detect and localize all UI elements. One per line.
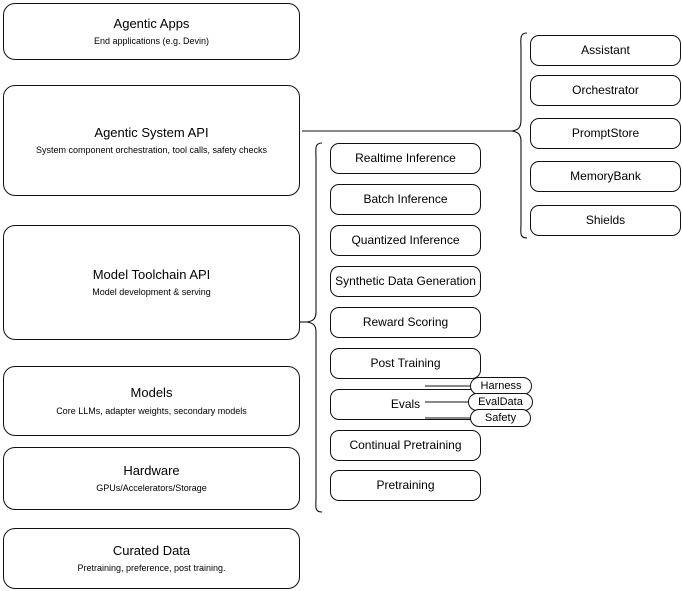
- layer-title: Hardware: [123, 462, 180, 478]
- layer-model-toolchain-api[interactable]: Model Toolchain API Model development & …: [3, 225, 300, 340]
- layer-title: Model Toolchain API: [92, 266, 211, 282]
- capability-synthetic-data-generation[interactable]: Synthetic Data Generation: [330, 266, 481, 297]
- layer-curated-data[interactable]: Curated Data Pretraining, preference, po…: [3, 528, 300, 589]
- layer-agentic-apps[interactable]: Agentic Apps End applications (e.g. Devi…: [3, 3, 300, 60]
- layer-title: Agentic System API: [94, 124, 209, 140]
- layer-title: Models: [130, 385, 173, 401]
- capability-evals[interactable]: Evals: [330, 389, 481, 420]
- badge-safety[interactable]: Safety: [470, 409, 531, 427]
- brace-system-components: [511, 32, 528, 239]
- component-memorybank[interactable]: MemoryBank: [530, 161, 681, 192]
- capability-quantized-inference[interactable]: Quantized Inference: [330, 225, 481, 256]
- capability-continual-pretraining[interactable]: Continual Pretraining: [330, 430, 481, 461]
- layer-subtitle: Pretraining, preference, post training.: [77, 563, 226, 573]
- component-assistant[interactable]: Assistant: [530, 35, 681, 66]
- layer-subtitle: Model development & serving: [92, 287, 211, 297]
- layer-title: Agentic Apps: [113, 15, 190, 31]
- layer-hardware[interactable]: Hardware GPUs/Accelerators/Storage: [3, 447, 300, 510]
- badge-evaldata[interactable]: EvalData: [468, 393, 533, 411]
- layer-subtitle: System component orchestration, tool cal…: [35, 145, 268, 155]
- capability-batch-inference[interactable]: Batch Inference: [330, 184, 481, 215]
- layer-models[interactable]: Models Core LLMs, adapter weights, secon…: [3, 366, 300, 436]
- layer-agentic-system-api[interactable]: Agentic System API System component orch…: [3, 85, 300, 196]
- badge-harness[interactable]: Harness: [470, 377, 532, 395]
- capability-pretraining[interactable]: Pretraining: [330, 470, 481, 501]
- layer-subtitle: End applications (e.g. Devin): [93, 36, 210, 46]
- layer-subtitle: Core LLMs, adapter weights, secondary mo…: [56, 405, 247, 416]
- component-shields[interactable]: Shields: [530, 205, 681, 236]
- layer-subtitle: GPUs/Accelerators/Storage: [96, 483, 207, 493]
- component-promptstore[interactable]: PromptStore: [530, 118, 681, 149]
- capability-post-training[interactable]: Post Training: [330, 348, 481, 379]
- component-orchestrator[interactable]: Orchestrator: [530, 75, 681, 106]
- layer-title: Curated Data: [112, 542, 191, 558]
- capability-realtime-inference[interactable]: Realtime Inference: [330, 143, 481, 174]
- capability-reward-scoring[interactable]: Reward Scoring: [330, 307, 481, 338]
- brace-toolchain-capabilities: [306, 142, 323, 513]
